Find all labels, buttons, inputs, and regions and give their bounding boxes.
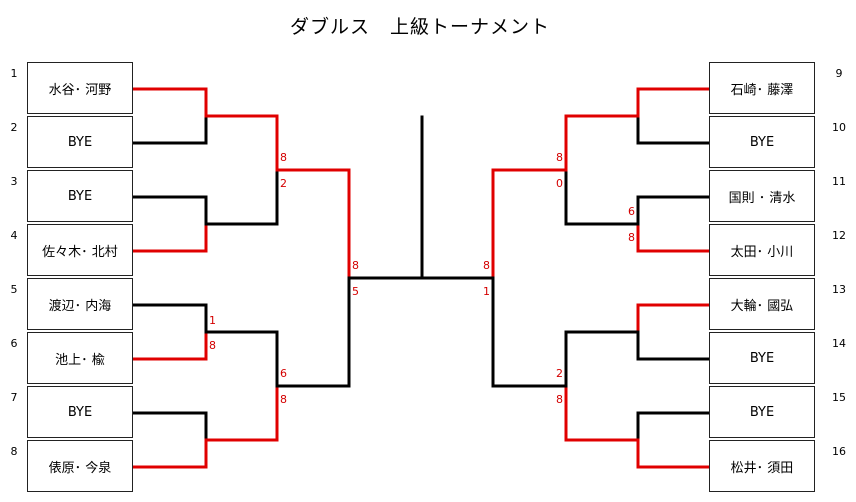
score-label: 2 (280, 177, 287, 190)
bracket-line (204, 114, 279, 172)
seed-number: 13 (832, 283, 846, 296)
score-label: 5 (352, 285, 359, 298)
bracket-line (636, 411, 711, 442)
score-label: 2 (556, 367, 563, 380)
player-box: BYE (709, 332, 815, 384)
seed-number: 6 (10, 337, 18, 350)
player-box: 池上･ 楡 (27, 332, 133, 384)
seed-number: 15 (832, 391, 846, 404)
bracket-line (636, 438, 711, 469)
bracket-line (204, 168, 279, 226)
score-label: 8 (556, 151, 563, 164)
player-box: 国則 ･ 清水 (709, 170, 815, 222)
player-box: 佐々木･ 北村 (27, 224, 133, 276)
score-label: 8 (483, 259, 490, 272)
bracket-line (131, 87, 208, 118)
bracket-line (131, 222, 208, 253)
player-box: 水谷･ 河野 (27, 62, 133, 114)
bracket-line (131, 330, 208, 361)
bracket-line (131, 303, 208, 334)
bracket-line (636, 330, 711, 361)
bracket-line (491, 168, 568, 280)
player-box: 俵原･ 今泉 (27, 440, 133, 492)
seed-number: 2 (10, 121, 18, 134)
bracket-line (564, 114, 640, 172)
seed-number: 11 (832, 175, 846, 188)
bracket-line (131, 438, 208, 469)
score-label: 0 (556, 177, 563, 190)
page-title: ダブルス 上級トーナメント (289, 16, 550, 38)
score-label: 1 (483, 285, 490, 298)
seed-number: 7 (10, 391, 18, 404)
seed-number: 4 (10, 229, 18, 242)
score-label: 8 (280, 393, 287, 406)
score-label: 6 (628, 205, 635, 218)
seed-number: 10 (832, 121, 846, 134)
player-box: BYE (27, 386, 133, 438)
player-box: 大輪･ 國弘 (709, 278, 815, 330)
seed-number: 14 (832, 337, 846, 350)
bracket-line (636, 222, 711, 253)
score-label: 1 (209, 314, 216, 327)
seed-number: 5 (10, 283, 18, 296)
player-box: 渡辺･ 内海 (27, 278, 133, 330)
bracket-line (131, 114, 208, 145)
bracket-line (275, 168, 351, 280)
player-box: BYE (27, 116, 133, 168)
bracket-line (204, 330, 279, 388)
bracket-line (564, 384, 640, 442)
bracket-line (131, 411, 208, 442)
bracket-line (636, 114, 711, 145)
bracket-line (636, 303, 711, 334)
bracket-line (564, 168, 640, 226)
score-label: 6 (280, 367, 287, 380)
player-box: BYE (709, 386, 815, 438)
seed-number: 12 (832, 229, 846, 242)
player-box: BYE (27, 170, 133, 222)
player-box: 太田･ 小川 (709, 224, 815, 276)
bracket-line (204, 384, 279, 442)
bracket-line (131, 195, 208, 226)
seed-number: 9 (835, 67, 843, 80)
score-label: 8 (556, 393, 563, 406)
seed-number: 1 (10, 67, 18, 80)
player-box: 石崎･ 藤澤 (709, 62, 815, 114)
seed-number: 16 (832, 445, 846, 458)
bracket-line (636, 195, 711, 226)
bracket-line (275, 276, 351, 388)
bracket-line (636, 87, 711, 118)
score-label: 8 (280, 151, 287, 164)
bracket-line (564, 330, 640, 388)
score-label: 8 (209, 339, 216, 352)
score-label: 8 (352, 259, 359, 272)
seed-number: 8 (10, 445, 18, 458)
seed-number: 3 (10, 175, 18, 188)
score-label: 8 (628, 231, 635, 244)
player-box: BYE (709, 116, 815, 168)
player-box: 松井･ 須田 (709, 440, 815, 492)
bracket-line (491, 276, 568, 388)
